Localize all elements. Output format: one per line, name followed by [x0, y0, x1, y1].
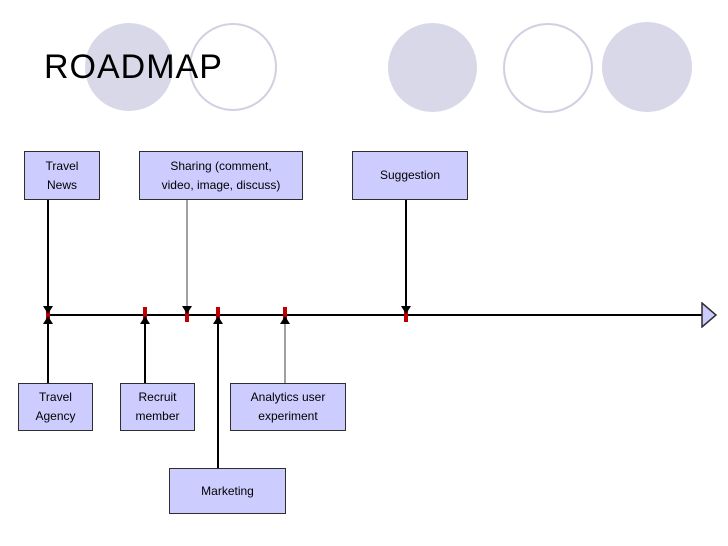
box-suggestion: Suggestion	[352, 151, 468, 200]
timeline-line	[48, 314, 703, 316]
decorative-circle-filled	[602, 22, 692, 112]
box-travel-news: Travel News	[24, 151, 100, 200]
box-label: Travel Agency	[35, 390, 76, 423]
arrow-up-icon	[213, 316, 223, 324]
arrow-up-icon	[140, 316, 150, 324]
milestone-tick	[283, 307, 287, 322]
decorative-circle-filled	[85, 23, 173, 111]
connector-sharing	[186, 200, 188, 306]
slide-title: ROADMAP	[44, 48, 223, 86]
box-recruit-member: Recruit member	[120, 383, 195, 431]
box-label: Analytics user experiment	[250, 390, 326, 423]
connector-travel-agency	[47, 324, 49, 383]
box-label: Marketing	[201, 483, 254, 498]
connector-marketing	[217, 324, 219, 468]
box-label: Sharing (comment, video, image, discuss)	[161, 158, 281, 192]
decorative-circle-outlined	[503, 23, 593, 113]
box-sharing: Sharing (comment, video, image, discuss)	[139, 151, 303, 200]
milestone-tick	[46, 307, 50, 322]
arrow-down-icon	[43, 306, 53, 314]
arrow-up-icon	[280, 316, 290, 324]
milestone-tick	[404, 307, 408, 322]
decorative-circle-outlined	[189, 23, 277, 111]
arrow-down-icon	[182, 306, 192, 314]
box-label: Travel News	[45, 158, 79, 192]
connector-suggestion	[405, 200, 407, 306]
connector-travel-news	[47, 200, 49, 306]
box-label: Recruit member	[135, 390, 180, 423]
decorative-circle-filled	[388, 23, 477, 112]
box-marketing: Marketing	[169, 468, 286, 514]
box-label: Suggestion	[379, 168, 441, 182]
box-travel-agency: Travel Agency	[18, 383, 93, 431]
milestone-tick	[143, 307, 147, 322]
milestone-tick	[216, 307, 220, 322]
milestone-tick	[185, 307, 189, 322]
connector-recruit-member	[144, 324, 146, 383]
timeline-arrow-icon	[701, 302, 718, 328]
arrow-up-icon	[43, 316, 53, 324]
arrow-down-icon	[401, 306, 411, 314]
connector-analytics	[284, 324, 286, 383]
box-analytics-user-experiment: Analytics user experiment	[230, 383, 346, 431]
